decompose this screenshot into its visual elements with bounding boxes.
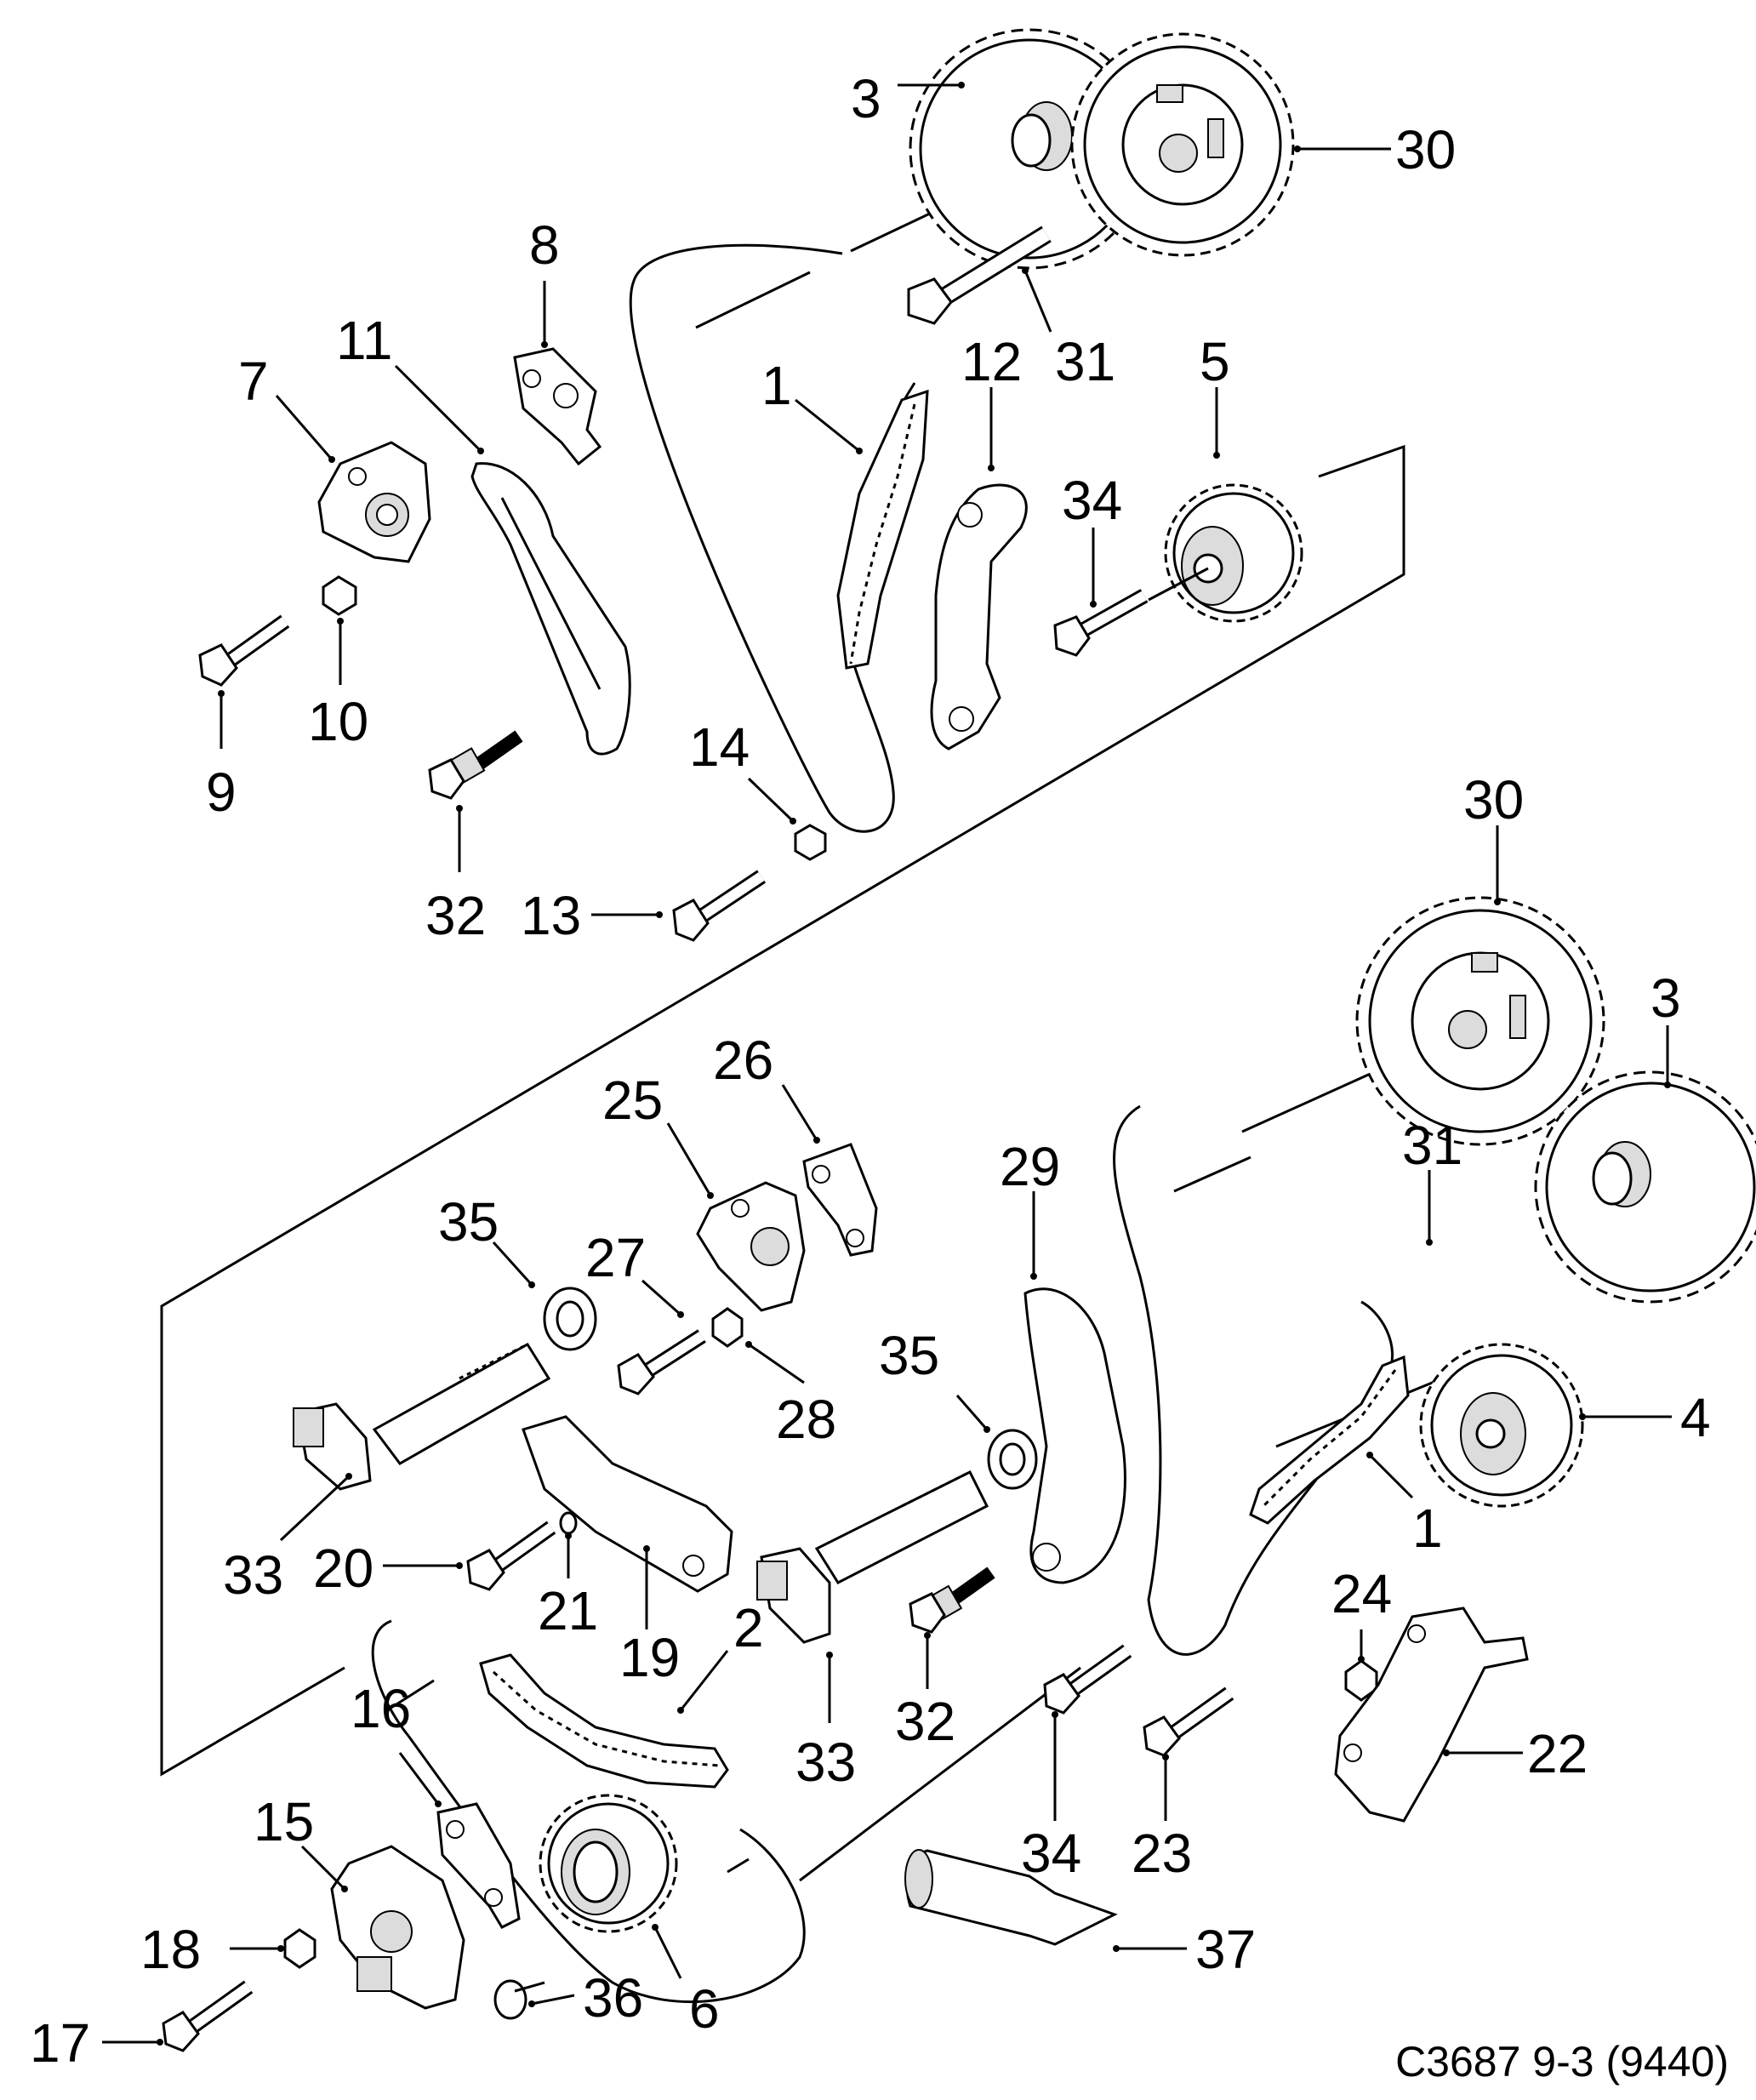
camshaft-sprocket-3	[909, 28, 1150, 270]
nut-14	[794, 824, 827, 861]
callout-3-upper: 3	[851, 68, 881, 129]
callout-34-upper: 34	[1062, 470, 1122, 531]
solenoid-valve-33a	[293, 1342, 551, 1491]
callout-25: 25	[602, 1070, 663, 1131]
callout-6: 6	[689, 1978, 720, 2040]
camshaft-sprocket-3-lower	[1534, 1070, 1756, 1304]
callout-5: 5	[1200, 331, 1230, 392]
solenoid-valve-33b	[756, 1469, 989, 1644]
callout-33b: 33	[795, 1732, 856, 1793]
bolt-34-lower	[1043, 1644, 1132, 1715]
callout-35a: 35	[438, 1191, 499, 1253]
callout-2: 2	[733, 1597, 764, 1658]
callout-37: 37	[1195, 1919, 1256, 1980]
chain-tensioner-7	[317, 441, 431, 563]
crankshaft-sprocket-6	[539, 1794, 678, 1933]
callout-22: 22	[1527, 1723, 1588, 1784]
callout-12: 12	[961, 331, 1022, 392]
tensioner-rail-11	[470, 462, 631, 756]
callout-19: 19	[619, 1627, 680, 1688]
guide-rail-19	[522, 1415, 733, 1593]
tensioner-15	[330, 1845, 465, 2010]
lower-leader-lines	[102, 825, 1672, 2046]
bolt-13	[672, 870, 766, 942]
callout-10: 10	[308, 691, 368, 752]
lower-assembly: 30 3 26 25 31 29 35 27 35 28 4 1 33 20 2…	[30, 769, 1756, 2074]
callout-1-lower: 1	[1412, 1498, 1443, 1559]
callout-11: 11	[336, 310, 392, 371]
camshaft-adjuster-30-lower	[1355, 896, 1605, 1146]
tensioner-rail-29	[1023, 1287, 1126, 1584]
sprocket-5	[1148, 483, 1303, 623]
callout-13: 13	[521, 885, 581, 946]
bolt-32-upper	[428, 730, 523, 800]
callout-31-upper: 31	[1055, 331, 1115, 392]
timing-chain-2	[479, 1653, 729, 1789]
washer-21	[559, 1511, 578, 1535]
callout-15: 15	[254, 1791, 314, 1852]
callout-32-lower: 32	[895, 1691, 955, 1752]
callout-17: 17	[30, 2012, 90, 2074]
gasket-26	[802, 1143, 878, 1257]
callout-24: 24	[1331, 1563, 1392, 1624]
callout-26: 26	[713, 1030, 773, 1091]
bolt-23	[1143, 1686, 1234, 1757]
bolt-9	[198, 614, 290, 687]
upper-leader-lines	[218, 82, 1391, 918]
callout-18: 18	[140, 1919, 201, 1980]
callout-30-upper: 30	[1395, 119, 1456, 180]
seal-ring-35a	[543, 1287, 597, 1351]
assembly-frame-lines	[160, 444, 1405, 1777]
sprocket-4	[1419, 1343, 1584, 1508]
nut-18	[283, 1928, 316, 1969]
timing-chain-1-upper	[836, 389, 929, 670]
callout-14: 14	[689, 716, 750, 778]
timing-chain-1-lower	[1249, 1355, 1410, 1525]
callout-16: 16	[351, 1678, 411, 1739]
tool-37	[904, 1849, 1118, 1946]
callout-31-lower: 31	[1402, 1115, 1462, 1176]
callout-4: 4	[1680, 1387, 1711, 1448]
gasket-16	[436, 1802, 521, 1929]
callout-28: 28	[776, 1389, 836, 1450]
callout-29: 29	[1000, 1136, 1060, 1197]
gasket-8	[513, 347, 602, 466]
callout-32-upper: 32	[425, 885, 486, 946]
nut-28	[711, 1307, 744, 1348]
bolt-20	[466, 1521, 556, 1591]
callout-3-lower: 3	[1651, 967, 1681, 1029]
upper-assembly: 3 30 31 8 11 7 1 12 5 34 9 10 14 32 13	[198, 28, 1456, 946]
callout-9: 9	[206, 762, 237, 823]
nut-10	[322, 575, 357, 616]
guide-rail-22	[1334, 1606, 1529, 1823]
callout-20: 20	[313, 1538, 373, 1599]
callout-35b: 35	[879, 1325, 939, 1386]
diagram-caption: C3687 9-3 (9440)	[1395, 2038, 1729, 2086]
guide-rail-12	[930, 483, 1028, 750]
bolt-34-upper	[1053, 589, 1149, 657]
clip-36	[493, 1979, 545, 2020]
seal-ring-35b	[987, 1429, 1038, 1490]
callout-21: 21	[538, 1580, 598, 1641]
bolt-32-lower	[909, 1566, 995, 1634]
callout-36: 36	[583, 1967, 643, 2029]
bolt-17	[162, 1980, 254, 2052]
callout-30-lower: 30	[1463, 769, 1524, 830]
callout-34-lower: 34	[1021, 1823, 1081, 1884]
bolt-31	[907, 225, 1052, 325]
bolt-27	[617, 1329, 706, 1395]
tensioner-25	[696, 1181, 806, 1312]
callout-33a: 33	[223, 1544, 283, 1606]
callout-7: 7	[238, 351, 269, 412]
callout-8: 8	[529, 214, 560, 276]
callout-27: 27	[585, 1227, 646, 1288]
camshaft-adjuster-30	[1070, 32, 1295, 257]
callout-1-upper: 1	[761, 355, 792, 416]
callout-23: 23	[1132, 1823, 1192, 1884]
